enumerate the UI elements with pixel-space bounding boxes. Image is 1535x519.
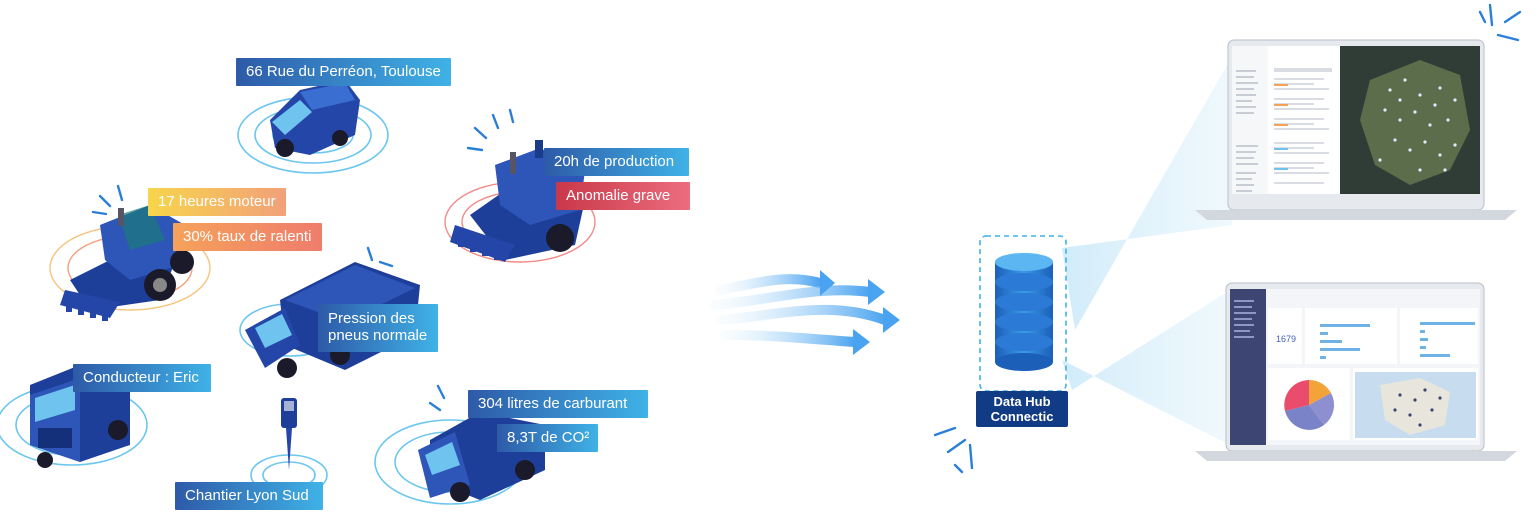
idle-rate-label: 30% taux de ralenti xyxy=(173,223,322,251)
tire-pressure-line1: Pression des xyxy=(328,310,415,327)
hub-line2: Connectic xyxy=(990,409,1054,424)
dashboard-sidebar xyxy=(1230,289,1266,445)
pie-chart xyxy=(1284,379,1335,430)
fuel-label: 304 litres de carburant xyxy=(468,390,648,418)
plug-icon xyxy=(281,398,297,470)
laptop-bottom xyxy=(1195,282,1517,461)
van-icon xyxy=(270,80,360,157)
data-hub-label: Data Hub Connectic xyxy=(976,391,1068,427)
tire-pressure-line2: pneus normale xyxy=(328,327,428,344)
beam-top xyxy=(1062,60,1232,330)
database-icon xyxy=(995,253,1053,371)
laptop-top xyxy=(1195,39,1517,220)
beam-bottom xyxy=(1062,290,1230,445)
tire-pressure-label: Pression des pneus normale xyxy=(318,304,438,352)
sparkle-icon xyxy=(91,3,1522,474)
site-label: Chantier Lyon Sud xyxy=(175,482,323,510)
engine-hours-label: 17 heures moteur xyxy=(148,188,286,216)
anomaly-label: Anomalie grave xyxy=(556,182,690,210)
hub-line1: Data Hub xyxy=(993,394,1051,409)
production-label: 20h de production xyxy=(544,148,689,176)
co2-label: 8,3T de CO² xyxy=(497,424,598,452)
arrow-heads-icon xyxy=(820,270,900,355)
flow-arrows-icon xyxy=(710,274,890,347)
driver-label: Conducteur : Eric xyxy=(73,364,211,392)
address-label: 66 Rue du Perréon, Toulouse xyxy=(236,58,451,86)
dashboard-kpi: 1679 xyxy=(1276,334,1297,344)
wheel-loader-icon xyxy=(60,205,194,321)
